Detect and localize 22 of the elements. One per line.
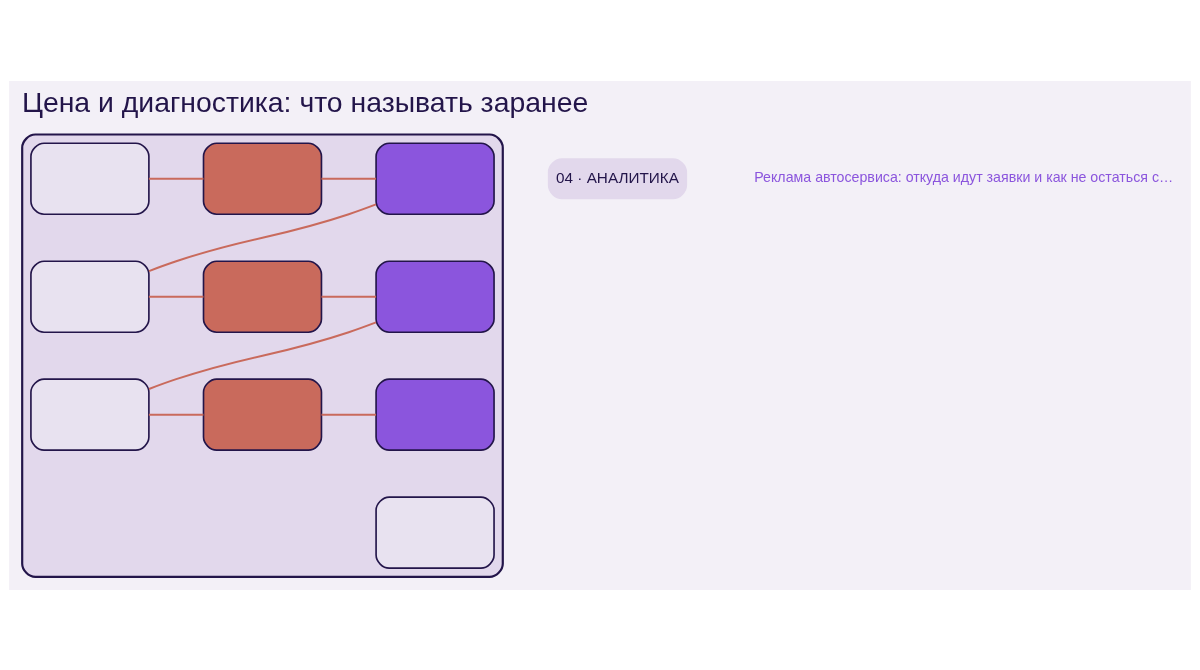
connector [148,320,377,390]
connector [147,295,205,298]
node-box [30,141,150,215]
node-box [375,495,495,569]
node-box [30,259,150,333]
node-box [375,259,495,333]
connector [147,177,205,180]
connector [147,413,205,416]
connector [320,413,378,416]
node-box [202,259,323,333]
label: Реклама автосервиса: откуда идут заявки и как не остаться с… [754,168,1174,185]
node-box [202,377,323,451]
connector [320,295,378,298]
cluster [21,132,504,578]
label: 04 · АНАЛИТИКА [556,168,679,186]
diagram-title: Цена и диагностика: что называть заранее [21,85,589,118]
node-box [375,377,495,451]
node-box [202,141,323,215]
connector [148,202,377,272]
node-box [30,377,150,451]
node-box [375,141,495,215]
connector [320,177,378,180]
